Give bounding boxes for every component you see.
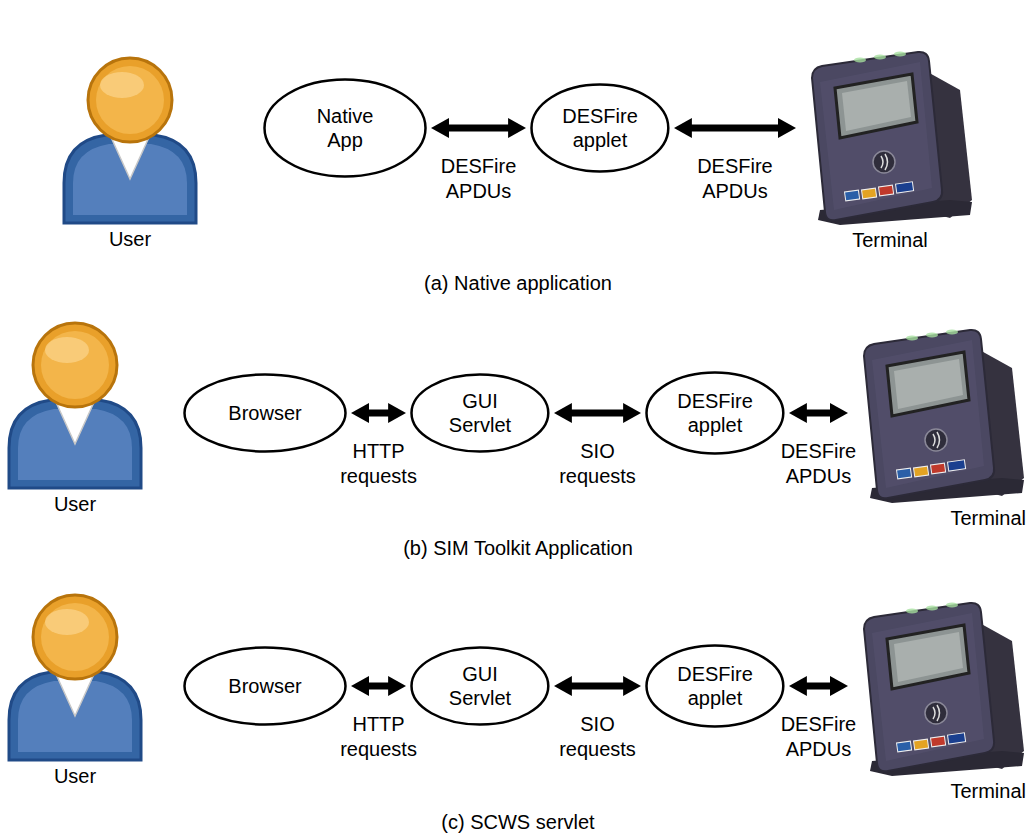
ellipse-outline — [263, 78, 427, 178]
subfigure-caption: (c) SCWS servlet — [441, 810, 594, 835]
bidirectional-arrow — [564, 683, 631, 690]
ellipse-outline — [530, 83, 670, 173]
node-label: User — [60, 227, 200, 251]
terminal-illustration — [864, 603, 1024, 777]
bidirectional-arrow — [799, 683, 838, 690]
protocol-label: DESFire APDUs — [433, 154, 525, 204]
node-label: User — [5, 492, 145, 516]
protocol-label: HTTP requests — [333, 439, 425, 489]
protocol-label: SIO requests — [551, 712, 643, 762]
subfigure-caption: (a) Native application — [424, 271, 612, 296]
ellipse-outline — [410, 646, 550, 726]
node-label: Terminal — [800, 228, 980, 252]
component-ellipse: DESFire applet — [530, 83, 670, 173]
protocol-label: DESFire APDUs — [772, 712, 864, 762]
bidirectional-arrow — [441, 125, 516, 132]
ellipse-shape — [412, 648, 549, 725]
node-label: Browser — [228, 401, 301, 425]
protocol-label: HTTP requests — [333, 712, 425, 762]
terminal-node: Terminal — [852, 601, 1030, 803]
ellipse-shape — [185, 648, 346, 725]
terminal-node: Terminal — [852, 328, 1030, 530]
node-label: Browser — [228, 674, 301, 698]
ellipse-outline — [645, 644, 785, 728]
ellipse-shape — [647, 373, 784, 454]
actor-node: User — [5, 592, 145, 788]
user-icon — [64, 58, 196, 223]
bidirectional-arrow — [564, 410, 631, 417]
ellipse-outline — [410, 373, 550, 453]
actor-node: User — [5, 320, 145, 516]
bidirectional-arrow — [799, 410, 838, 417]
component-ellipse: GUI Servlet — [410, 373, 550, 453]
component-ellipse: GUI Servlet — [410, 646, 550, 726]
node-label: DESFire applet — [670, 662, 760, 710]
component-ellipse: Browser — [183, 646, 347, 726]
ellipse-shape — [185, 375, 346, 452]
user-icon — [9, 323, 141, 488]
actor-node: User — [60, 55, 200, 251]
node-label: DESFire applet — [670, 389, 760, 437]
subfigure-caption: (b) SIM Toolkit Application — [403, 536, 633, 561]
node-label: GUI Servlet — [435, 662, 525, 710]
component-ellipse: DESFire applet — [645, 644, 785, 728]
ellipse-shape — [532, 85, 669, 172]
component-ellipse: Native App — [263, 78, 427, 178]
terminal-illustration — [812, 52, 972, 226]
ellipse-shape — [412, 375, 549, 452]
bidirectional-arrow — [361, 683, 396, 690]
node-label: Native App — [300, 104, 390, 152]
ellipse-shape — [265, 80, 426, 177]
protocol-label: DESFire APDUs — [689, 154, 781, 204]
component-ellipse: DESFire applet — [645, 371, 785, 455]
component-ellipse: Browser — [183, 373, 347, 453]
user-icon — [9, 595, 141, 760]
ellipse-shape — [647, 646, 784, 727]
terminal-illustration — [864, 330, 1024, 504]
bidirectional-arrow — [361, 410, 396, 417]
terminal-node: Terminal — [800, 50, 980, 252]
node-label: GUI Servlet — [435, 389, 525, 437]
ellipse-outline — [645, 371, 785, 455]
node-label: Terminal — [852, 779, 1026, 803]
node-label: User — [5, 764, 145, 788]
protocol-label: SIO requests — [551, 439, 643, 489]
node-label: DESFire applet — [555, 104, 645, 152]
bidirectional-arrow — [684, 125, 786, 132]
node-label: Terminal — [852, 506, 1026, 530]
protocol-label: DESFire APDUs — [772, 439, 864, 489]
